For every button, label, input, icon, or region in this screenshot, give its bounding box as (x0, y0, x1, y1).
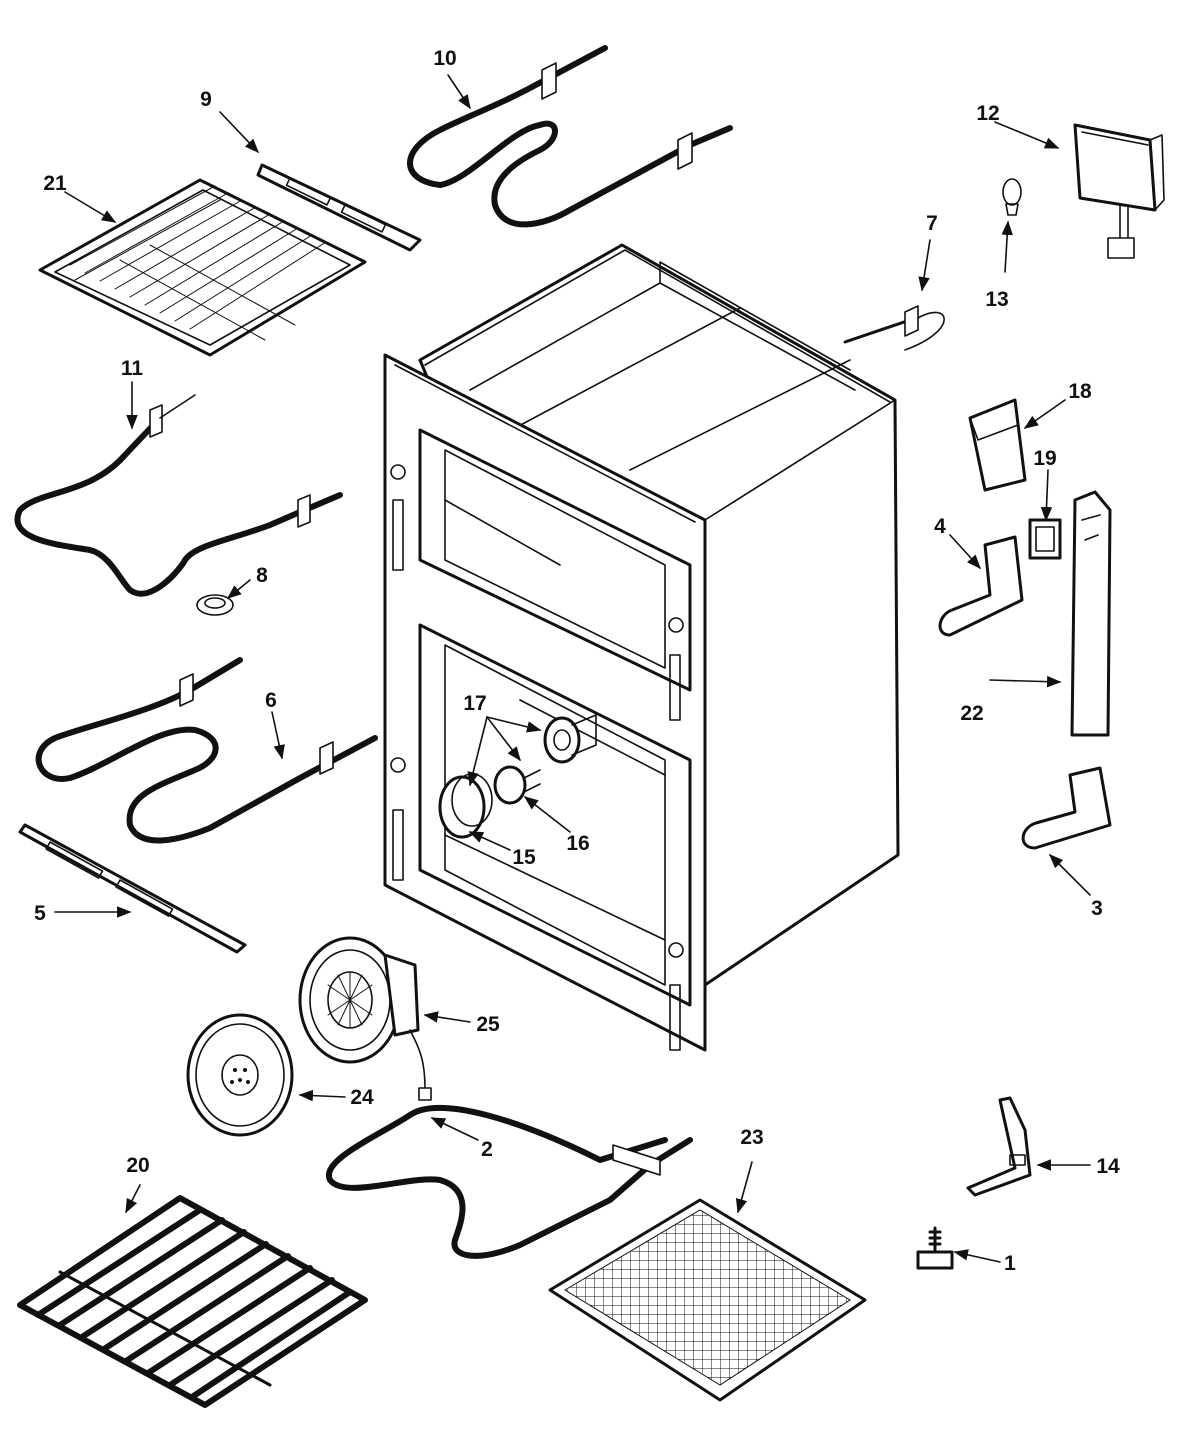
callout-18: 18 (1068, 380, 1092, 403)
part-24-fan-cover (186, 1013, 294, 1137)
part-4-duct (938, 535, 1024, 637)
callout-12: 12 (976, 102, 999, 125)
part-5-bracket (18, 823, 247, 954)
part-9-bracket (256, 163, 422, 252)
part-21-broil-pan-rack (38, 178, 367, 357)
oven-cavity (383, 243, 900, 1052)
callout-23: 23 (740, 1126, 763, 1149)
callout-21: 21 (43, 172, 67, 195)
callout-5: 5 (34, 902, 46, 925)
part-20-oven-rack (17, 1195, 368, 1408)
callout-11: 11 (121, 357, 144, 380)
part-6-heating-element (35, 657, 378, 844)
part-10-heating-element (407, 45, 733, 228)
callout-25: 25 (476, 1013, 500, 1036)
part-22-vent-duct (1070, 490, 1112, 737)
callout-15: 15 (512, 846, 536, 869)
callout-7: 7 (926, 212, 938, 235)
part-3-duct (1021, 766, 1112, 850)
part-12-control-module (1073, 123, 1165, 259)
part-11-broil-element (14, 394, 343, 597)
part-14-bracket (966, 1096, 1032, 1197)
callout-2: 2 (481, 1138, 493, 1161)
part-13-bulb (1002, 178, 1022, 216)
callout-22: 22 (960, 702, 983, 725)
callout-labels: 10 9 21 12 13 7 11 8 6 5 18 19 4 22 3 17… (34, 47, 1120, 1275)
callout-6: 6 (265, 689, 277, 712)
part-25-convection-fan-motor (298, 936, 432, 1101)
callout-17: 17 (463, 692, 486, 715)
callout-10: 10 (433, 47, 456, 70)
callout-20: 20 (126, 1154, 149, 1177)
callout-24: 24 (350, 1086, 374, 1109)
callout-3: 3 (1091, 897, 1103, 920)
part-2-bake-element (325, 1105, 693, 1259)
callout-16: 16 (566, 832, 589, 855)
callout-4: 4 (934, 515, 946, 538)
callout-14: 14 (1096, 1155, 1120, 1178)
part-8-grommet (196, 594, 234, 616)
part-7-sensor-probe (843, 305, 945, 351)
part-19-pad (1028, 518, 1062, 560)
part-1-leveling-leg (916, 1226, 954, 1270)
callout-13: 13 (985, 288, 1008, 311)
part-18-vent-cover (968, 398, 1027, 492)
part-23-oven-rack (548, 1198, 867, 1402)
callout-1: 1 (1004, 1252, 1016, 1275)
callout-9: 9 (200, 88, 212, 111)
callout-19: 19 (1033, 447, 1056, 470)
callout-8: 8 (256, 564, 268, 587)
leader-lines (54, 74, 1091, 1263)
